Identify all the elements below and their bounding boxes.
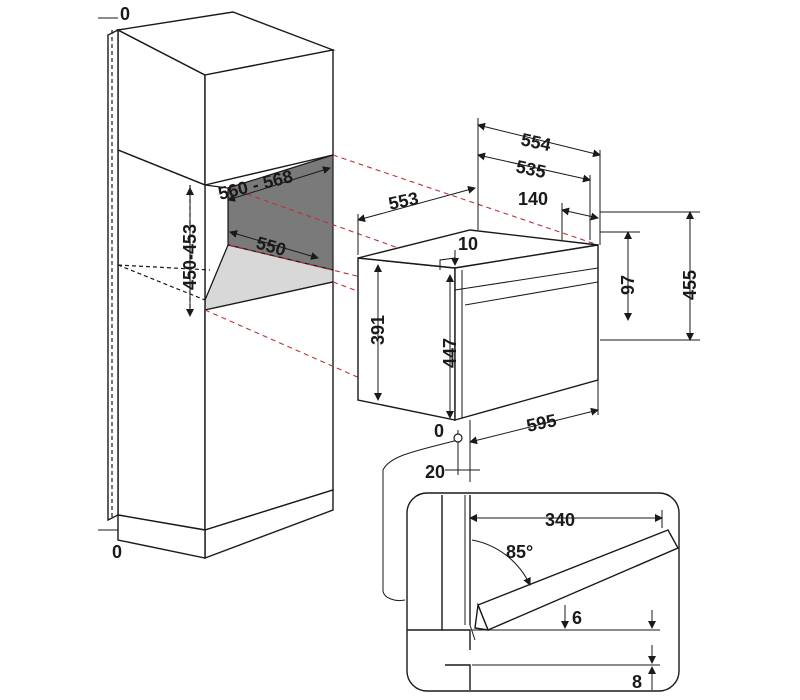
label-total-depth: 554: [519, 129, 553, 155]
control-panel-line: [454, 267, 599, 291]
detail-leader: [382, 439, 459, 601]
cabinet-left-edge: [107, 28, 119, 522]
label-bottom-zero: 0: [112, 542, 122, 562]
cabinet-plinth-side: [117, 514, 206, 559]
label-oven-depth: 553: [387, 188, 421, 214]
label-detail-gap-lower: 8: [632, 672, 642, 692]
label-detail-gap-upper: 6: [572, 608, 582, 628]
label-niche-height: 450-453: [180, 224, 200, 290]
label-top-zero: 0: [120, 4, 130, 24]
cabinet: [107, 11, 336, 560]
label-front-offset: 20: [425, 462, 445, 482]
door-detail-inset: [406, 492, 680, 692]
label-side-height: 391: [368, 315, 388, 345]
cabinet-lower-front: [204, 281, 334, 531]
label-oven-width: 595: [525, 410, 559, 436]
label-body-depth: 535: [514, 156, 548, 182]
dimension-lines: [98, 17, 700, 531]
label-base-zero: 0: [434, 421, 444, 441]
cabinet-left-side: [117, 148, 206, 531]
detail-marker: [453, 433, 463, 443]
label-panel-height: 97: [618, 275, 638, 295]
label-door-clearance: 340: [545, 510, 575, 530]
label-panel-depth: 140: [518, 189, 548, 209]
dimension-labels: 0 0 560 - 568 550 450-453 553 554 535 14…: [112, 4, 700, 692]
oven: [357, 229, 599, 421]
label-door-angle: 85°: [506, 542, 533, 562]
label-front-height: 447: [440, 338, 460, 368]
label-top-gap: 10: [458, 234, 478, 254]
label-total-height: 455: [680, 270, 700, 300]
